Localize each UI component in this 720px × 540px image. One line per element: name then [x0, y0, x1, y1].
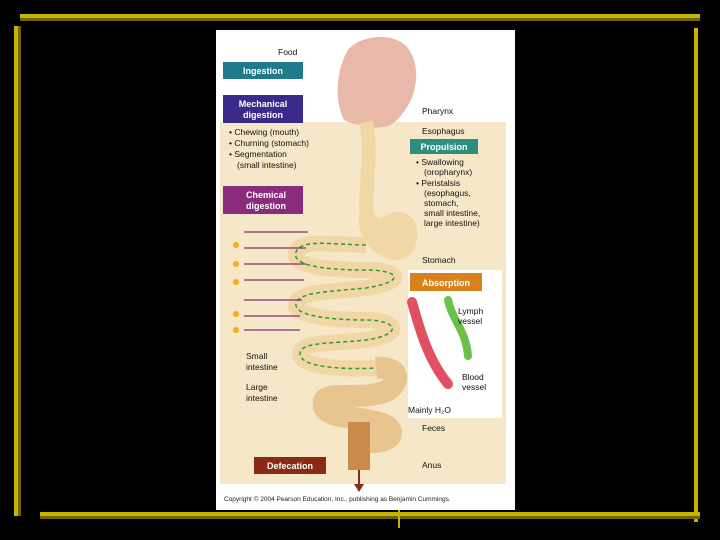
feces-label: Feces — [422, 423, 445, 433]
defecation-box — [254, 457, 326, 474]
mechanical-digestion-label-2: digestion — [243, 110, 283, 120]
absorption-box — [410, 273, 482, 291]
frame-left-bar-shadow — [18, 26, 21, 516]
propulsion-item-3: • Peristalsis — [416, 178, 460, 188]
exit-arrowhead — [354, 484, 364, 492]
pharynx-label: Pharynx — [422, 106, 454, 116]
digestive-process-diagram: Ingestion Mechanical digestion Chemical … — [216, 30, 515, 510]
large-intestine-shape — [312, 356, 407, 453]
ingestion-box — [223, 62, 303, 79]
blood-vessel-label-2: vessel — [462, 382, 486, 392]
frame-bottom-tick — [398, 506, 400, 528]
anus-label: Anus — [422, 460, 441, 470]
large-intestine-label-1: Large — [246, 382, 268, 392]
propulsion-item-6: small intestine, — [424, 208, 480, 218]
blood-vessel-label-1: Blood — [462, 372, 484, 382]
mechanical-item-2: • Churning (stomach) — [229, 138, 309, 148]
frame-top-bar — [20, 14, 700, 18]
mechanical-digestion-label-1: Mechanical — [239, 99, 288, 109]
mechanical-item-3: • Segmentation — [229, 149, 287, 159]
frame-bottom-bar — [40, 512, 700, 516]
mechanical-item-4: (small intestine) — [237, 160, 297, 170]
small-intestine-label-2: intestine — [246, 362, 278, 372]
esophagus-label: Esophagus — [422, 126, 465, 136]
blood-vessel-shape — [407, 297, 453, 389]
head-silhouette — [337, 36, 417, 128]
lymph-label-1: Lymph — [458, 306, 483, 316]
chemical-digestion-box — [223, 186, 303, 214]
water-label: Mainly H₂O — [408, 405, 451, 415]
lymph-label-2: vessel — [458, 316, 482, 326]
enzyme-arrows — [244, 231, 308, 331]
propulsion-item-5: stomach, — [424, 198, 459, 208]
propulsion-item-4: (esophagus, — [424, 188, 471, 198]
frame-top-bar-shadow — [20, 18, 700, 21]
large-intestine-label-2: intestine — [246, 393, 278, 403]
mechanical-item-1: • Chewing (mouth) — [229, 127, 299, 137]
copyright-text: Copyright © 2004 Pearson Education, Inc.… — [224, 495, 451, 503]
propulsion-label: Propulsion — [421, 142, 468, 152]
stomach-label: Stomach — [422, 255, 456, 265]
propulsion-box — [410, 139, 478, 154]
small-intestine-wall — [294, 242, 395, 370]
propulsion-item-1: • Swallowing — [416, 157, 464, 167]
frame-bottom-bar-shadow — [40, 516, 700, 519]
food-label: Food — [278, 47, 298, 57]
stomach-shape — [358, 210, 418, 260]
esophagus-tube — [359, 120, 376, 213]
lymph-vessel-shape — [444, 296, 472, 360]
enzyme-drops — [233, 242, 239, 333]
ingestion-label: Ingestion — [243, 66, 283, 76]
chemical-digestion-label-2: digestion — [246, 201, 286, 211]
frame-right-bar — [694, 28, 698, 522]
defecation-label: Defecation — [267, 461, 313, 471]
chemical-digestion-label-1: Chemical — [246, 190, 286, 200]
propulsion-item-7: large intestine) — [424, 218, 480, 228]
mechanical-digestion-box — [223, 95, 303, 123]
small-intestine-label-1: Small — [246, 351, 267, 361]
absorption-label: Absorption — [422, 278, 470, 288]
propulsion-item-2: (oropharynx) — [424, 167, 472, 177]
rectum-shape — [348, 422, 370, 470]
frame-left-bar — [14, 26, 18, 516]
